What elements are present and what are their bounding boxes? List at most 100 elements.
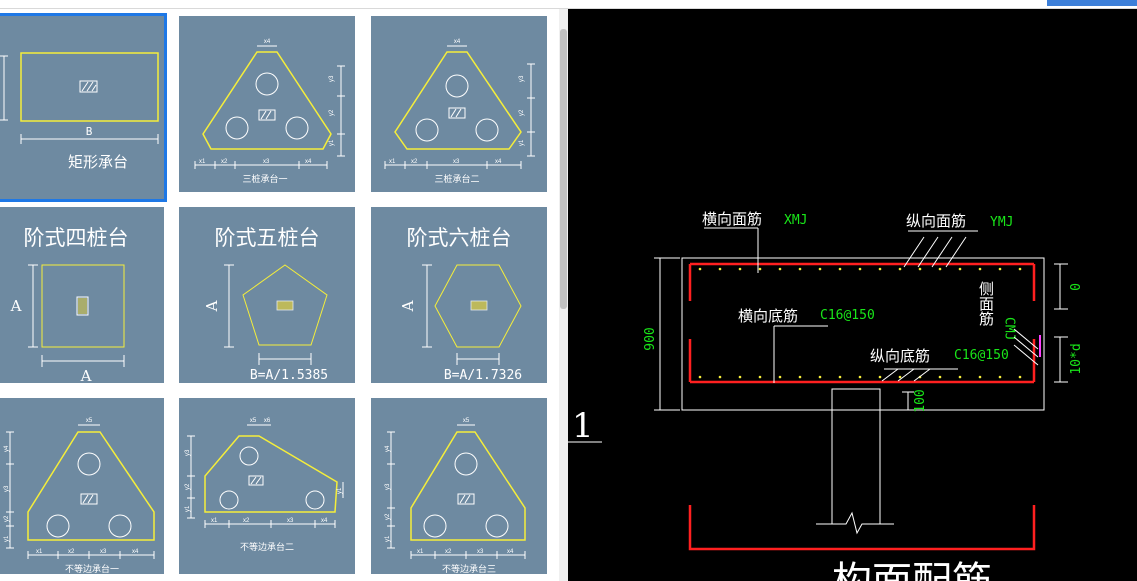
- tile-three-pile-cap-2[interactable]: x4 y3 y2 y1 x1 x2 x3 x4 三桩承台二: [371, 16, 547, 192]
- svg-text:横向面筋: 横向面筋: [702, 210, 762, 228]
- pile-circle: [285, 116, 309, 140]
- svg-text:C16@150: C16@150: [954, 348, 1009, 363]
- svg-text:A: A: [10, 297, 22, 315]
- svg-text:y4: y4: [4, 445, 10, 452]
- svg-text:C16@150: C16@150: [820, 308, 875, 323]
- svg-text:x4: x4: [132, 549, 139, 555]
- svg-text:x4: x4: [264, 39, 271, 45]
- partial-label: 1: [572, 406, 594, 446]
- svg-text:x4: x4: [305, 159, 312, 165]
- tile-stepped-four-pile[interactable]: 阶式四桩台 A A: [0, 207, 164, 383]
- rect-cap-label: 矩形承台: [68, 153, 128, 171]
- cad-preview-panel: 1 横向面筋 XMJ 纵向面筋 YMJ 横向底筋 C: [568, 9, 1137, 581]
- unequal-1-diagram: x5 y4 y3 y2 y1 x1 x2 x3 x4 不等边承台一: [4, 418, 155, 574]
- svg-text:0: 0: [1069, 283, 1084, 291]
- svg-text:y2: y2: [519, 109, 525, 116]
- svg-text:纵向底筋: 纵向底筋: [870, 347, 930, 365]
- three-pile-1-label: 三桩承台一: [242, 173, 287, 185]
- tile-unequal-cap-1[interactable]: x5 y4 y3 y2 y1 x1 x2 x3 x4 不等边承台一: [0, 398, 164, 574]
- svg-text:100: 100: [913, 389, 928, 412]
- svg-text:y2: y2: [329, 109, 335, 116]
- svg-text:x4: x4: [507, 549, 514, 555]
- unequal-3-diagram: x5 y4 y3 y2 y1 x1 x2 x3 x4 不等边承台三: [385, 418, 526, 574]
- top-toolbar-strip: [0, 0, 1137, 9]
- svg-text:B=A/1.7326: B=A/1.7326: [444, 368, 522, 383]
- svg-text:x1: x1: [417, 549, 424, 555]
- svg-text:YMJ: YMJ: [990, 215, 1013, 230]
- svg-text:y3: y3: [329, 75, 335, 82]
- three-pile-2-label: 三桩承台二: [434, 173, 479, 185]
- svg-text:x3: x3: [453, 159, 460, 165]
- svg-text:x3: x3: [100, 549, 107, 555]
- svg-text:x2: x2: [243, 518, 250, 524]
- svg-text:横向底筋: 横向底筋: [738, 307, 798, 325]
- svg-text:x4: x4: [495, 159, 502, 165]
- stepped-six-diagram: 阶式六桩台 A B=A/1.7326: [399, 226, 522, 383]
- toolbar-button[interactable]: [1047, 0, 1137, 6]
- svg-text:XMJ: XMJ: [784, 213, 807, 228]
- svg-text:y3: y3: [4, 485, 10, 492]
- tile-unequal-cap-3[interactable]: x5 y4 y3 y2 y1 x1 x2 x3 x4 不等边承台三: [371, 398, 547, 574]
- svg-text:x2: x2: [68, 549, 75, 555]
- svg-text:x3: x3: [287, 518, 294, 524]
- gallery-scrollbar[interactable]: [559, 9, 568, 581]
- svg-text:y4: y4: [385, 445, 391, 452]
- three-pile-1-diagram: x4 y3 y2 y1 x1 x2 x3 x4 三桩承台一: [194, 39, 345, 185]
- svg-text:900: 900: [643, 327, 658, 350]
- tile-stepped-six-pile[interactable]: 阶式六桩台 A B=A/1.7326: [371, 207, 547, 383]
- pile-circle: [225, 116, 249, 140]
- svg-text:y1: y1: [185, 505, 191, 512]
- svg-text:x1: x1: [36, 549, 43, 555]
- svg-text:x5: x5: [86, 418, 93, 424]
- svg-text:x5: x5: [250, 418, 257, 424]
- svg-text:y3: y3: [185, 449, 191, 456]
- svg-text:y2: y2: [4, 515, 10, 522]
- svg-text:x3: x3: [477, 549, 484, 555]
- tile-stepped-five-pile[interactable]: 阶式五桩台 A B=A/1.5385: [179, 207, 355, 383]
- svg-text:y1: y1: [337, 487, 343, 494]
- dim-b-label: B: [86, 125, 93, 138]
- svg-text:x5: x5: [463, 418, 470, 424]
- svg-text:y1: y1: [519, 139, 525, 146]
- stepped-six-title: 阶式六桩台: [407, 226, 512, 250]
- svg-text:A: A: [80, 367, 92, 383]
- svg-text:10*d: 10*d: [1069, 343, 1084, 374]
- unequal-1-label: 不等边承台一: [65, 563, 119, 574]
- pile-circle: [255, 72, 279, 96]
- section-title: 构面配筋: [832, 559, 992, 581]
- rebar-dots: [698, 267, 1022, 379]
- unequal-2-diagram: x5 x6 y3 y2 y1 y1 x1 x2 x3 x4 不等边承台二: [185, 418, 344, 553]
- svg-text:x1: x1: [199, 159, 206, 165]
- cad-section-drawing: 1 横向面筋 XMJ 纵向面筋 YMJ 横向底筋 C: [568, 210, 1084, 581]
- cap-outline: [202, 51, 332, 150]
- cap-section-outline: [681, 257, 1045, 411]
- svg-text:y1: y1: [385, 535, 391, 542]
- stepped-four-diagram: 阶式四桩台 A A: [10, 226, 129, 383]
- column-hatch: [79, 80, 98, 93]
- svg-text:y1: y1: [4, 535, 10, 542]
- svg-text:侧面筋: 侧面筋: [977, 281, 995, 327]
- tile-rect-cap[interactable]: B 矩形承台: [0, 13, 167, 202]
- stepped-five-title: 阶式五桩台: [215, 226, 320, 250]
- svg-text:A: A: [399, 300, 417, 312]
- cap-type-gallery: B 矩形承台 x4 y3 y2 y1 x1 x2 x3 x4 三桩承台一: [0, 9, 568, 581]
- stepped-four-title: 阶式四桩台: [24, 226, 129, 250]
- svg-text:y3: y3: [385, 483, 391, 490]
- svg-text:y2: y2: [185, 483, 191, 490]
- rect-cap-diagram: B 矩形承台: [0, 52, 159, 171]
- cap-outline: [20, 52, 159, 122]
- svg-text:x6: x6: [264, 418, 271, 424]
- tile-unequal-cap-2[interactable]: x5 x6 y3 y2 y1 y1 x1 x2 x3 x4 不等边承台二: [179, 398, 355, 574]
- svg-text:x1: x1: [211, 518, 218, 524]
- svg-text:x2: x2: [221, 159, 228, 165]
- svg-text:纵向面筋: 纵向面筋: [906, 212, 966, 230]
- svg-text:y2: y2: [385, 513, 391, 520]
- svg-text:x2: x2: [411, 159, 418, 165]
- cap-outline: [394, 51, 522, 150]
- svg-text:x4: x4: [321, 518, 328, 524]
- svg-text:x2: x2: [445, 549, 452, 555]
- scrollbar-thumb[interactable]: [560, 29, 567, 309]
- svg-text:y3: y3: [519, 75, 525, 82]
- tile-three-pile-cap-1[interactable]: x4 y3 y2 y1 x1 x2 x3 x4 三桩承台一: [179, 16, 355, 192]
- unequal-3-label: 不等边承台三: [442, 563, 496, 574]
